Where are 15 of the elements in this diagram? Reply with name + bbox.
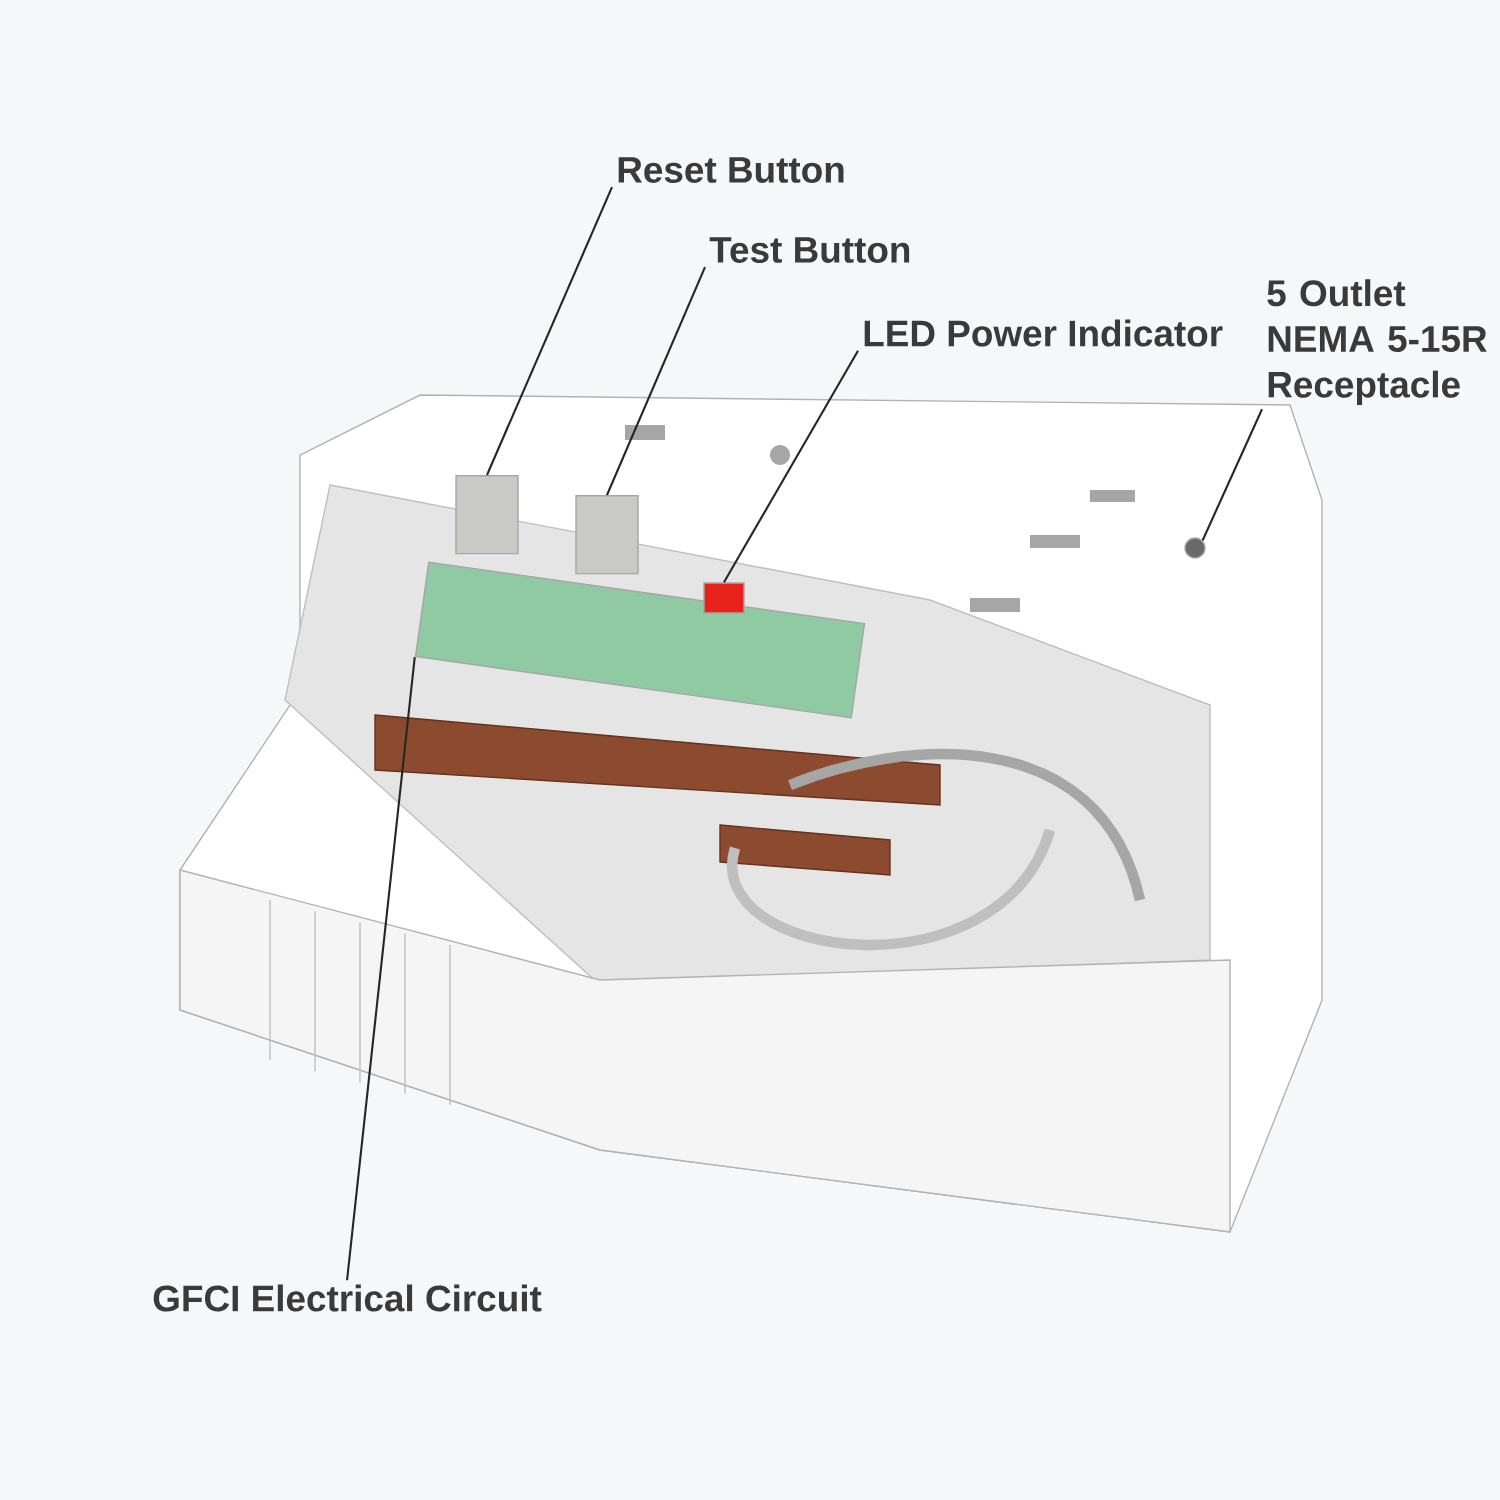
leader-line bbox=[486, 186, 613, 476]
leader-line bbox=[723, 350, 859, 583]
callout-text: Reset Button bbox=[618, 157, 844, 183]
leader-line bbox=[606, 266, 706, 496]
circuit-board bbox=[414, 561, 866, 719]
push-button bbox=[455, 474, 519, 555]
callout-text: GFCI Electrical Circuit bbox=[153, 1284, 542, 1312]
led-light bbox=[703, 582, 745, 614]
leader-line bbox=[346, 656, 416, 1281]
callout-text: 5 Outlet NEMA 5-15R Receptacle bbox=[1267, 279, 1487, 405]
push-button bbox=[575, 494, 639, 575]
callout-text: LED Power Indicator bbox=[864, 319, 1223, 347]
ground-hole bbox=[1184, 537, 1206, 559]
callout-text: Test Button bbox=[709, 237, 910, 263]
leader-line bbox=[1201, 408, 1263, 541]
